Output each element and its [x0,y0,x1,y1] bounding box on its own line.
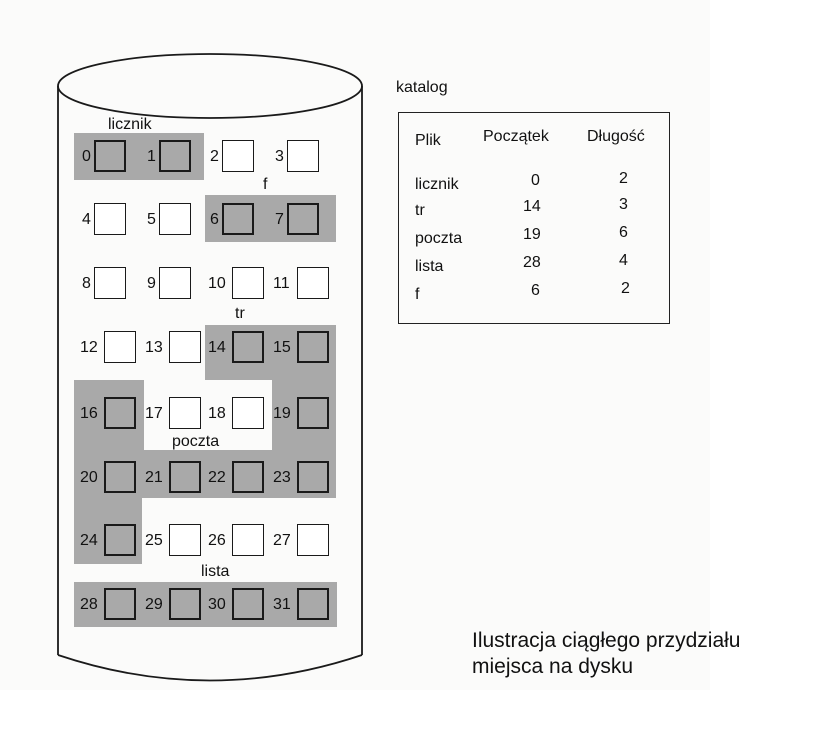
free-block-square [222,140,254,172]
block-number: 25 [145,532,163,549]
allocated-block-square [297,331,329,363]
block-number: 3 [275,148,284,165]
free-block-square [159,203,191,235]
allocated-block-square [104,524,136,556]
block-number: 19 [273,405,291,422]
allocated-block-square [169,461,201,493]
block-number: 23 [273,469,291,486]
block-number: 15 [273,339,291,356]
header-dlugosc: Długość [587,128,645,145]
block-number: 7 [275,211,284,228]
free-block-square [232,524,264,556]
allocated-block-square [232,331,264,363]
file-label-licznik: licznik [108,116,152,133]
free-block-square [104,331,136,363]
header-poczatek: Początek [483,128,549,145]
block-number: 9 [147,275,156,292]
cell-poczatek: 28 [523,254,541,271]
free-block-square [287,140,319,172]
block-number: 0 [82,148,91,165]
file-label-poczta: poczta [172,433,220,450]
block-number: 27 [273,532,291,549]
cylinder-top [57,53,363,119]
block-number: 21 [145,469,163,486]
block-number: 11 [273,275,290,292]
allocated-block-square [297,397,329,429]
free-block-square [169,331,201,363]
block-number: 6 [210,211,219,228]
allocated-block-square [104,588,136,620]
cylinder-bottom [57,654,363,682]
file-label-f: f [263,176,268,193]
region-poczta-tail [74,498,142,564]
allocated-block-square [287,203,319,235]
header-plik: Plik [415,132,441,149]
cell-dlugosc: 6 [619,224,628,241]
cell-poczatek: 19 [523,226,541,243]
free-block-square [297,524,329,556]
free-block-square [159,267,191,299]
cell-poczatek: 14 [523,198,541,215]
block-number: 28 [80,596,98,613]
cell-poczatek: 0 [531,172,540,189]
allocated-block-square [94,140,126,172]
allocated-block-square [232,588,264,620]
cell-plik: lista [415,258,444,275]
free-block-square [232,397,264,429]
allocated-block-square [222,203,254,235]
allocated-block-square [169,588,201,620]
block-number: 26 [208,532,226,549]
allocated-block-square [104,397,136,429]
caption-line-1: Ilustracja ciągłego przydziału [472,629,741,652]
block-number: 22 [208,469,226,486]
cell-plik: licznik [415,176,459,193]
block-number: 1 [147,148,156,165]
free-block-square [297,267,329,299]
block-number: 13 [145,339,163,356]
allocated-block-square [232,461,264,493]
cell-plik: tr [415,202,425,219]
free-block-square [94,267,126,299]
block-number: 31 [273,596,291,613]
allocated-block-square [297,588,329,620]
free-block-square [169,397,201,429]
allocated-block-square [297,461,329,493]
block-number: 2 [210,148,219,165]
block-number: 24 [80,532,98,549]
block-number: 30 [208,596,226,613]
cell-poczatek: 6 [531,282,540,299]
cell-dlugosc: 2 [619,170,628,187]
cell-dlugosc: 2 [621,280,630,297]
cell-plik: poczta [415,230,463,247]
file-label-tr: tr [235,305,245,322]
block-number: 8 [82,275,91,292]
allocated-block-square [159,140,191,172]
block-number: 12 [80,339,98,356]
block-number: 18 [208,405,226,422]
block-number: 20 [80,469,98,486]
block-number: 29 [145,596,163,613]
free-block-square [232,267,264,299]
block-number: 17 [145,405,163,422]
region-tr-and-poczta [74,325,336,498]
free-block-square [94,203,126,235]
block-number: 14 [208,339,226,356]
catalog-title: katalog [396,79,448,96]
cell-plik: f [415,286,420,303]
free-block-square [169,524,201,556]
block-number: 5 [147,211,156,228]
file-label-lista: lista [201,563,230,580]
allocated-block-square [104,461,136,493]
block-number: 10 [208,275,226,292]
block-number: 4 [82,211,91,228]
cell-dlugosc: 3 [619,196,628,213]
cell-dlugosc: 4 [619,252,628,269]
block-number: 16 [80,405,98,422]
catalog-table: Plik Początek Długość licznik 0 2 tr 14 … [398,112,670,324]
caption-line-2: miejsca na dysku [472,655,634,678]
